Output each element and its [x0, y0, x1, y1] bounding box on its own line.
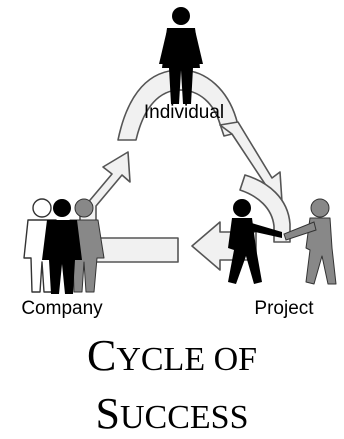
individual-label: Individual — [144, 102, 224, 123]
title-line-2-cap: S — [96, 389, 120, 438]
project-person-black-icon — [228, 199, 282, 284]
company-node: Company — [21, 198, 105, 319]
company-label: Company — [21, 298, 103, 319]
diagram-title: CYCLE OF SUCCESS — [87, 331, 257, 438]
title-line-2: SUCCESS — [96, 389, 249, 438]
project-label: Project — [254, 298, 314, 319]
title-line-2-rest: UCCESS — [120, 399, 249, 436]
title-line-1-cap: C — [87, 331, 116, 380]
project-node: Project — [228, 198, 337, 319]
arrow-company-base — [95, 237, 179, 263]
project-person-gray-icon — [283, 198, 337, 285]
individual-node: Individual — [144, 7, 224, 123]
company-person-black-icon — [42, 199, 82, 294]
title-line-1: CYCLE OF — [87, 331, 257, 380]
title-line-1-rest: YCLE OF — [116, 341, 257, 378]
arrow-curve-into-project — [239, 174, 291, 243]
arrow-individual-arch — [117, 69, 241, 141]
individual-person-icon — [159, 7, 203, 104]
